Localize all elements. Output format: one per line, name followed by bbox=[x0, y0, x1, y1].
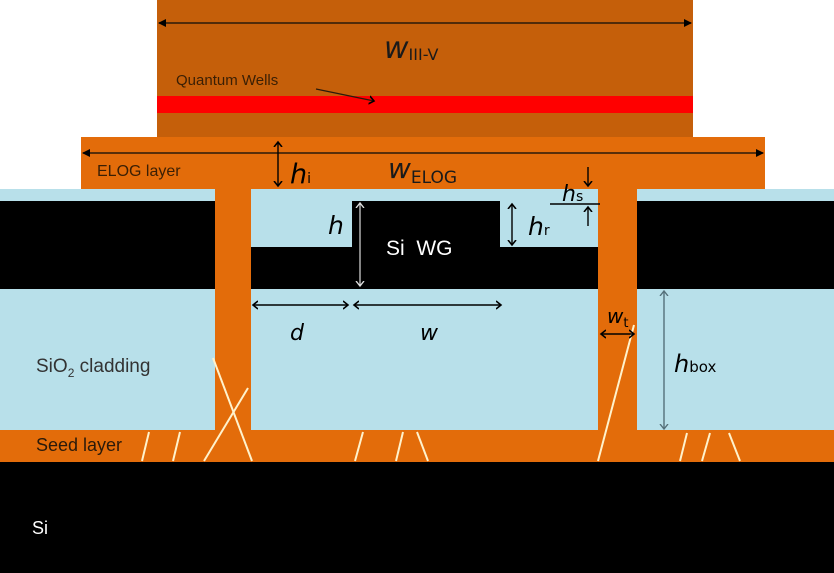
seed-layer bbox=[0, 430, 834, 462]
defect-line bbox=[728, 432, 741, 462]
h-label: h bbox=[328, 211, 344, 240]
w-label: w bbox=[420, 321, 439, 346]
w-iii-v-label: wIII-V bbox=[384, 31, 439, 66]
h-s-label: hs bbox=[562, 182, 583, 207]
si-device-left bbox=[0, 201, 215, 289]
seed-layer-label: Seed layer bbox=[36, 435, 122, 455]
d-label: d bbox=[290, 321, 305, 346]
trench-left bbox=[215, 189, 251, 430]
quantum-wells-label: Quantum Wells bbox=[176, 72, 278, 89]
elog-layer bbox=[81, 137, 765, 189]
sio2-top-right bbox=[637, 189, 834, 201]
sio2-prefix: SiO bbox=[36, 356, 68, 377]
sio2-cladding-right bbox=[637, 289, 834, 430]
defect-line bbox=[701, 432, 711, 462]
h-i-label: hi bbox=[290, 159, 311, 190]
defect-line bbox=[141, 431, 150, 462]
quantum-wells-pointer bbox=[315, 88, 374, 101]
defect-line bbox=[212, 357, 253, 462]
w-elog-label: wELOG bbox=[388, 152, 457, 188]
quantum-wells-layer bbox=[157, 96, 693, 113]
sio2-top-left bbox=[0, 189, 215, 201]
defect-line bbox=[354, 431, 364, 462]
w-t-label: wt bbox=[607, 304, 628, 331]
defect-lines bbox=[141, 324, 741, 462]
si-substrate-label: Si bbox=[32, 518, 48, 538]
elog-layer-label: ELOG layer bbox=[97, 163, 181, 180]
defect-line bbox=[395, 431, 404, 462]
defect-line bbox=[416, 431, 429, 462]
h-box-label: hbox bbox=[674, 350, 716, 378]
defect-line bbox=[679, 432, 688, 462]
sio2-suffix: cladding bbox=[74, 356, 150, 377]
si-wg-label: Si WG bbox=[386, 237, 453, 260]
si-substrate bbox=[0, 462, 834, 573]
sio2-cladding-center bbox=[251, 289, 598, 430]
defect-line bbox=[203, 387, 249, 462]
sio2-cladding-left bbox=[0, 289, 215, 430]
si-waveguide bbox=[251, 201, 598, 289]
sio2-cladding-label: SiO2 cladding bbox=[36, 356, 150, 380]
defect-line bbox=[597, 324, 635, 462]
iii-v-layer bbox=[157, 0, 693, 137]
h-r-label: hr bbox=[528, 212, 550, 241]
si-device-right bbox=[637, 201, 834, 289]
sio2-subscript: 2 bbox=[68, 366, 75, 380]
defect-line bbox=[172, 431, 181, 462]
